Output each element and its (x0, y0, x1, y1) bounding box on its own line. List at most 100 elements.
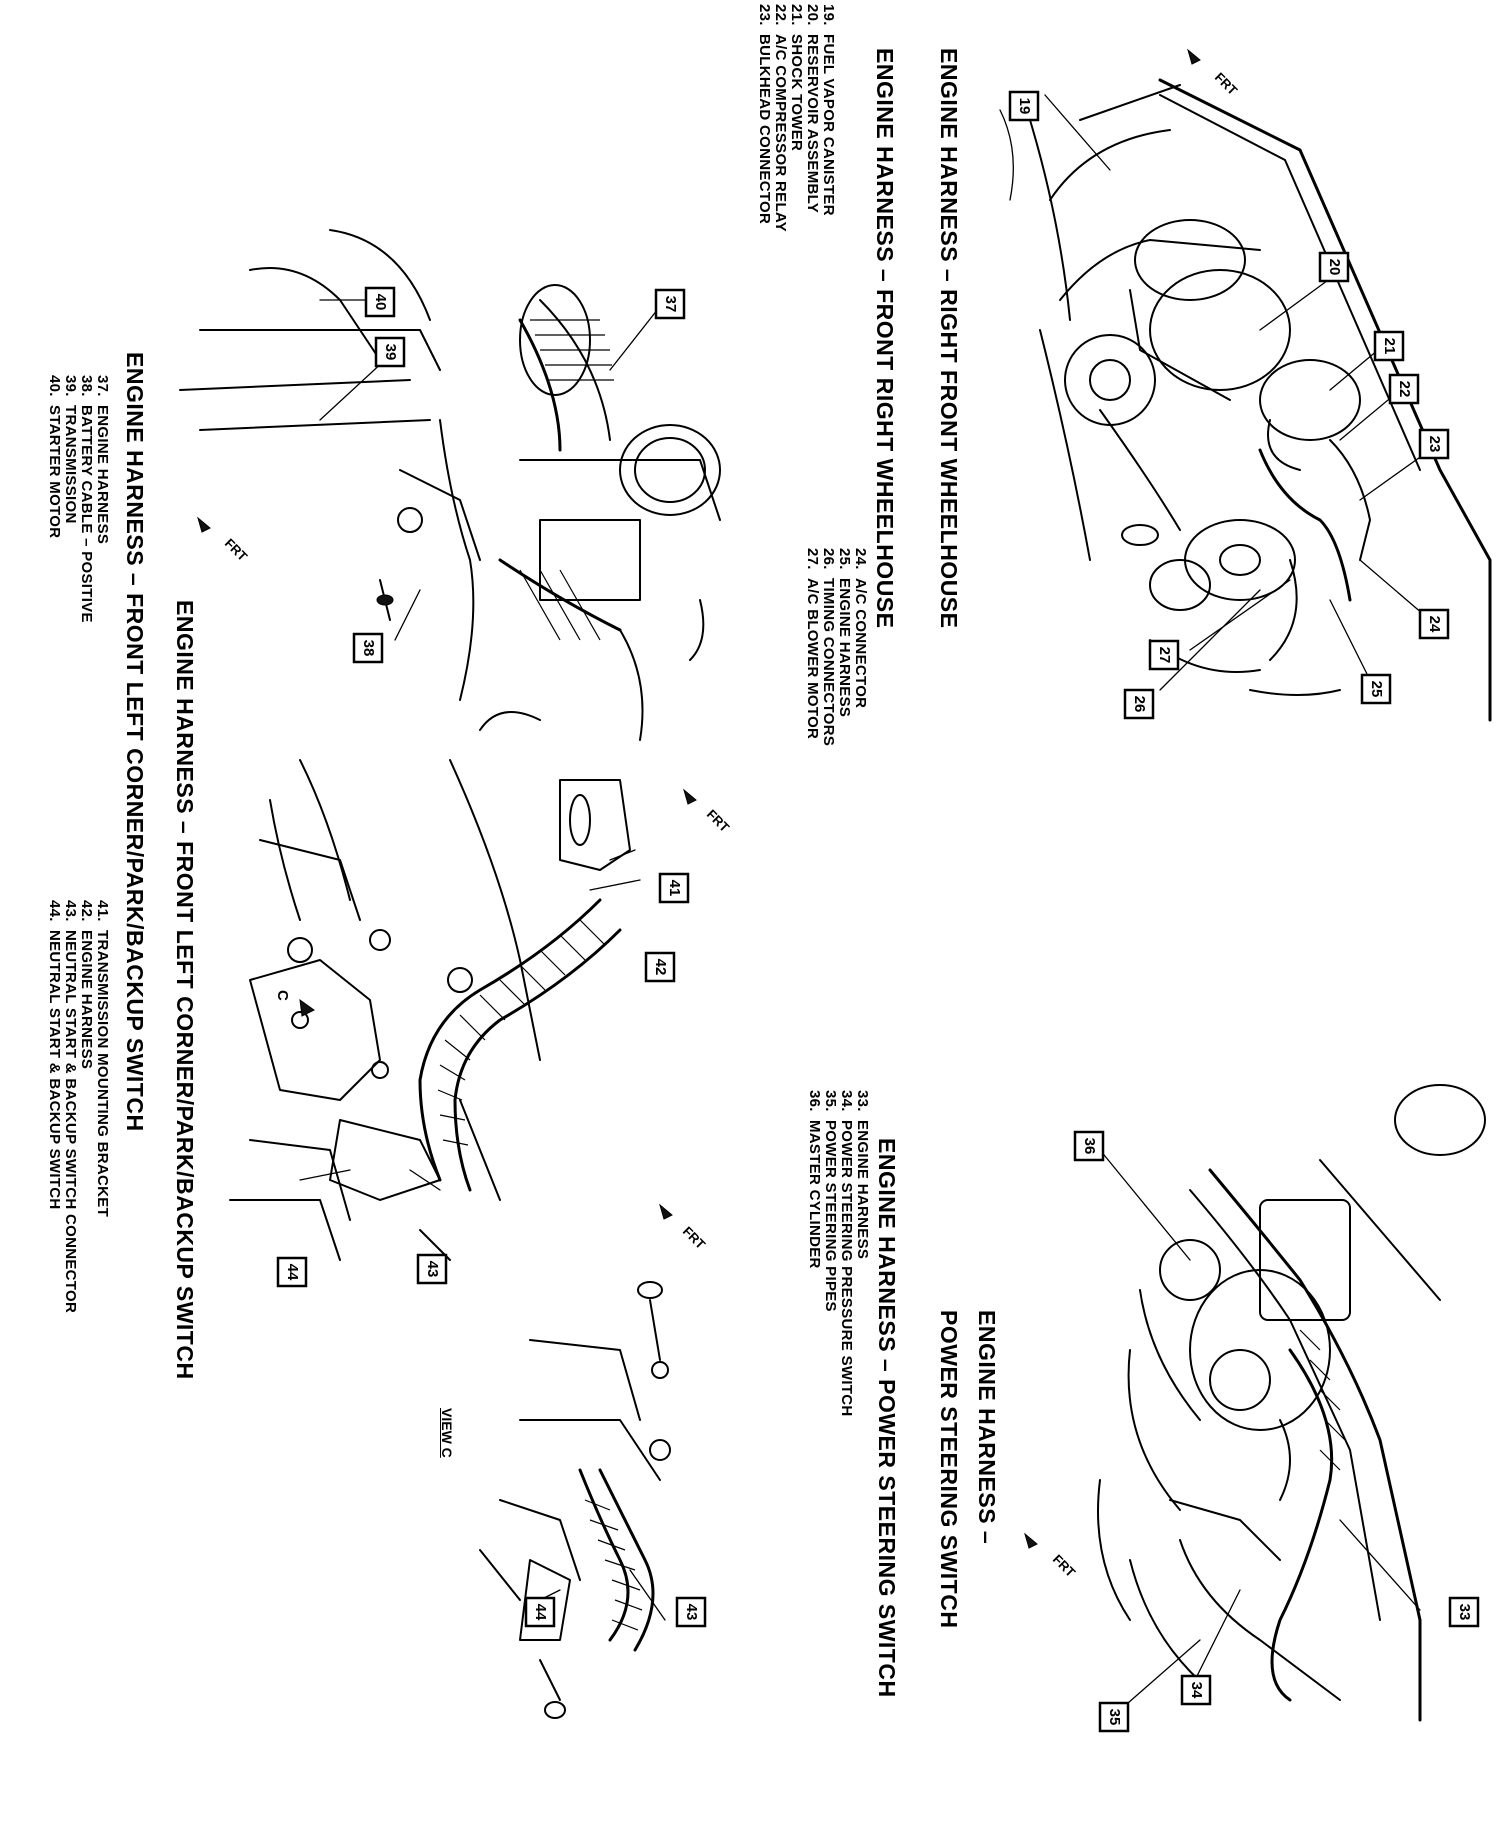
power-steering-illustration (1097, 1084, 1486, 1722)
legend-num-22: 22. (772, 4, 789, 26)
frt-arrow-icon: FRT (1024, 1532, 1079, 1581)
callout-23: 23 (1418, 428, 1450, 460)
legend-label-43: NEUTRAL START & BACKUP SWITCH CONNECTOR (62, 930, 79, 1314)
frt-label-view-c: FRT (680, 1224, 709, 1253)
subtitle-power-steering: ENGINE HARNESS – POWER STEERING SWITCH (874, 1138, 900, 1698)
callout-22: 22 (1388, 373, 1420, 405)
callout-34-label: 34 (1188, 1682, 1205, 1699)
legend-num-21: 21. (788, 4, 805, 26)
legend-num-42: 42. (78, 900, 95, 922)
legend-item-24: 24. A/C CONNECTOR (852, 548, 869, 746)
legend-label-35: POWER STEERING PIPES (822, 1120, 839, 1312)
legend-label-42: ENGINE HARNESS (78, 930, 95, 1070)
legend-item-42: 42. ENGINE HARNESS (78, 900, 95, 1313)
callout-38: 38 (352, 632, 384, 664)
callout-19-label: 19 (1016, 98, 1033, 115)
legend-label-19: FUEL VAPOR CANISTER (820, 34, 837, 216)
view-c-marker-letter: C (274, 990, 291, 1001)
callout-27: 27 (1148, 639, 1180, 671)
callout-43-label: 43 (424, 1261, 441, 1278)
legend-label-23: BULKHEAD CONNECTOR (756, 34, 773, 225)
legend-label-20: RESERVOIR ASSEMBLY (804, 34, 821, 214)
legend-label-27: A/C BLOWER MOTOR (804, 578, 821, 740)
callout-34: 34 (1180, 1674, 1212, 1706)
callout-37-label: 37 (662, 296, 679, 313)
frt-arrow-icon: FRT (683, 788, 733, 836)
callout-39-label: 39 (382, 344, 399, 361)
legend-label-37: ENGINE HARNESS (94, 405, 111, 545)
legend-label-44: NEUTRAL START & BACKUP SWITCH (46, 930, 63, 1210)
legend-num-23: 23. (756, 4, 773, 26)
callout-38-label: 38 (360, 640, 377, 657)
view-c-marker: C (274, 990, 315, 1017)
callout-44-label: 44 (284, 1264, 301, 1281)
title-front-left-corner-upper: ENGINE HARNESS – FRONT LEFT CORNER/PARK/… (172, 600, 198, 1380)
callout-27-label: 27 (1156, 647, 1173, 664)
legend-item-19: 19. FUEL VAPOR CANISTER (820, 4, 837, 232)
legend-num-24: 24. (852, 548, 869, 570)
legend-item-26: 26.TIMING CONNECTORS (820, 548, 837, 747)
callout-41-label: 41 (666, 880, 683, 897)
frt-label-park-backup: FRT (704, 807, 733, 836)
callout-40: 40 (364, 286, 396, 318)
legend-item-38: 38.BATTERY CABLE – POSITIVE (78, 375, 95, 623)
callout-42: 42 (644, 951, 676, 983)
callout-43-view-c: 43 (675, 1596, 707, 1628)
frt-label-front-left: FRT (222, 536, 251, 565)
legend-num-36: 36. (806, 1090, 823, 1112)
legend-item-34: 34.POWER STEERING PRESSURE SWITCH (838, 1090, 855, 1417)
legend-num-35: 35. (822, 1090, 839, 1112)
callout-42-label: 42 (652, 959, 669, 976)
frt-arrow-icon: FRT (1187, 48, 1241, 99)
legend-num-19: 19. (820, 4, 837, 26)
legend-item-39: 39.TRANSMISSION (62, 375, 79, 623)
callout-40-label: 40 (372, 294, 389, 311)
legend-label-26: TIMING CONNECTORS (820, 578, 837, 747)
callout-24: 24 (1418, 608, 1450, 640)
legend-num-40: 40. (46, 375, 63, 397)
legend-41-44: 41.TRANSMISSION MOUNTING BRACKET 42.ENGI… (46, 900, 111, 1314)
view-c-label: VIEW C (439, 1408, 455, 1458)
callout-43: 43 (416, 1253, 448, 1285)
legend-item-21: 21. SHOCK TOWER (788, 4, 805, 232)
legend-label-41: TRANSMISSION MOUNTING BRACKET (94, 930, 111, 1218)
frt-label-wheelhouse: FRT (1212, 70, 1241, 99)
legend-num-39: 39. (62, 375, 79, 397)
legend-item-20: 20.RESERVOIR ASSEMBLY (804, 4, 821, 232)
callout-21: 21 (1373, 330, 1405, 362)
callout-39: 39 (374, 336, 406, 368)
legend-item-44: 44. NEUTRAL START & BACKUP SWITCH (46, 900, 63, 1313)
legend-item-25: 25.ENGINE HARNESS (836, 548, 853, 746)
legend-label-33: ENGINE HARNESS (854, 1120, 871, 1260)
legend-num-25: 25. (836, 548, 853, 570)
callout-37: 37 (654, 288, 686, 320)
legend-item-22: 22. A/C COMPRESSOR RELAY (772, 4, 789, 232)
frt-arrow-icon: FRT (197, 516, 251, 565)
callout-23-label: 23 (1426, 436, 1443, 453)
frt-label-power-steering: FRT (1050, 1552, 1079, 1581)
callout-21-label: 21 (1381, 338, 1398, 355)
callout-20: 20 (1318, 251, 1350, 283)
callout-25-label: 25 (1368, 681, 1385, 698)
callout-25: 25 (1360, 673, 1392, 705)
legend-item-33: 33.ENGINE HARNESS (854, 1090, 871, 1417)
title-front-right-wheelhouse: ENGINE HARNESS – FRONT RIGHT WHEELHOUSE (872, 48, 898, 629)
legend-label-38: BATTERY CABLE – POSITIVE (78, 405, 95, 623)
front-left-corner-illustration (179, 229, 721, 741)
title-power-steering-line2: POWER STEERING SWITCH (936, 1310, 962, 1629)
legend-label-21: SHOCK TOWER (788, 34, 805, 152)
callout-24-label: 24 (1426, 616, 1443, 633)
legend-33-36: 33.ENGINE HARNESS 34.POWER STEERING PRES… (806, 1090, 871, 1417)
legend-num-44: 44. (46, 900, 63, 922)
legend-label-22: A/C COMPRESSOR RELAY (772, 34, 789, 232)
view-c-illustration (479, 1281, 671, 1719)
legend-num-43: 43. (62, 900, 79, 922)
callout-26: 26 (1123, 688, 1155, 720)
callout-44: 44 (276, 1256, 308, 1288)
legend-label-24: A/C CONNECTOR (852, 578, 869, 709)
callout-22-label: 22 (1396, 381, 1413, 398)
legend-item-27: 27.A/C BLOWER MOTOR (804, 548, 821, 746)
callout-44-view-c: 44 (524, 1596, 556, 1628)
